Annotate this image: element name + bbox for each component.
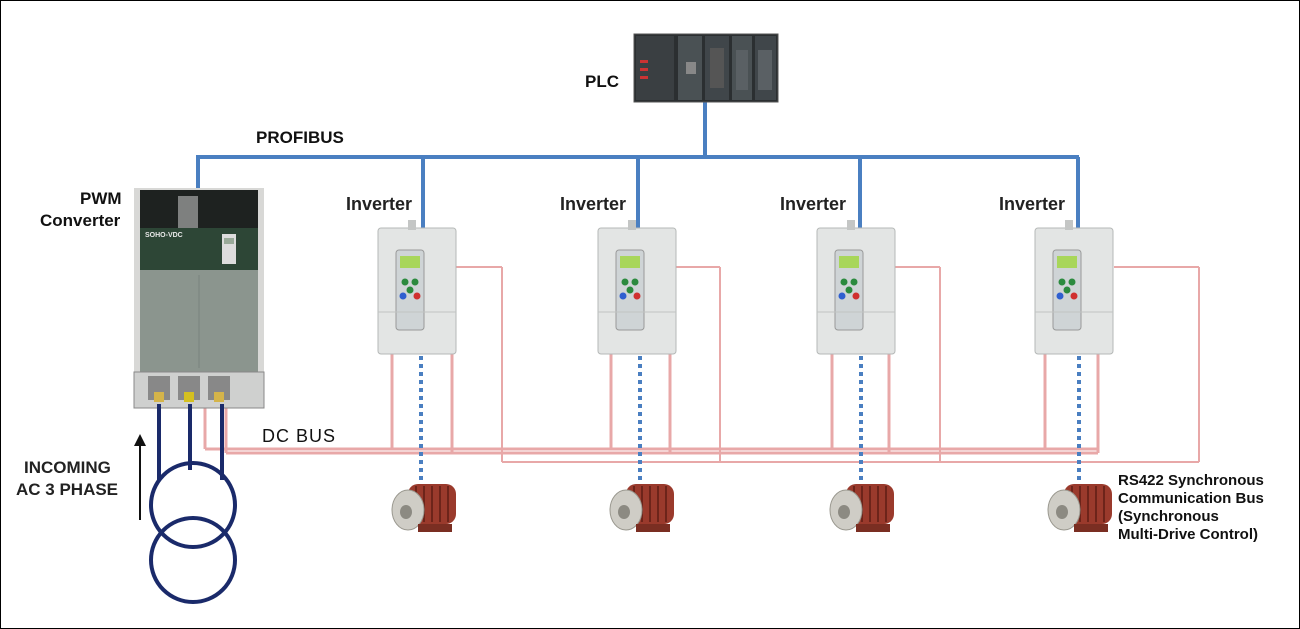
converter-brand-label: SOHO-VDC — [145, 232, 183, 239]
rs422-bus — [456, 266, 1200, 463]
plc-label: PLC — [585, 72, 619, 91]
inverter-drive-icon-3 — [816, 220, 896, 355]
rs422-label-line2: Communication Bus — [1118, 490, 1264, 507]
electric-motor-icon-2 — [609, 484, 674, 532]
electric-motor-icon-1 — [391, 484, 456, 532]
incoming-label-line2: AC 3 PHASE — [16, 480, 119, 499]
pwm-converter-label-line2: Converter — [40, 211, 121, 230]
inverter-drive-icon-2 — [597, 220, 677, 355]
incoming-label-line1: INCOMING — [24, 458, 111, 477]
motor-links — [419, 356, 1081, 485]
plc-rack-icon — [633, 33, 779, 103]
inverter-drive-icon-4 — [1034, 220, 1114, 355]
pwm-converter-label-line1: PWM — [80, 189, 122, 208]
rs422-label-line1: RS422 Synchronous — [1118, 472, 1264, 489]
pwm-converter-cabinet-icon — [133, 188, 265, 409]
electric-motor-icon-4 — [1047, 484, 1112, 532]
inverter-label-1: Inverter — [346, 194, 413, 214]
profibus-network — [196, 102, 1080, 228]
inverter-label-4: Inverter — [999, 194, 1066, 214]
inverter-label-3: Inverter — [780, 194, 847, 214]
transformer-icon — [149, 404, 237, 604]
rs422-label-line4: Multi-Drive Control) — [1118, 526, 1258, 543]
inverter-label-2: Inverter — [560, 194, 627, 214]
up-arrow-icon — [134, 434, 146, 520]
rs422-label-line3: (Synchronous — [1118, 508, 1219, 525]
electric-motor-icon-3 — [829, 484, 894, 532]
inverter-drive-icon-1 — [377, 220, 457, 355]
profibus-label: PROFIBUS — [256, 128, 344, 147]
dc-bus-label: DC BUS — [262, 426, 337, 446]
dc-bus-network — [203, 354, 1100, 455]
